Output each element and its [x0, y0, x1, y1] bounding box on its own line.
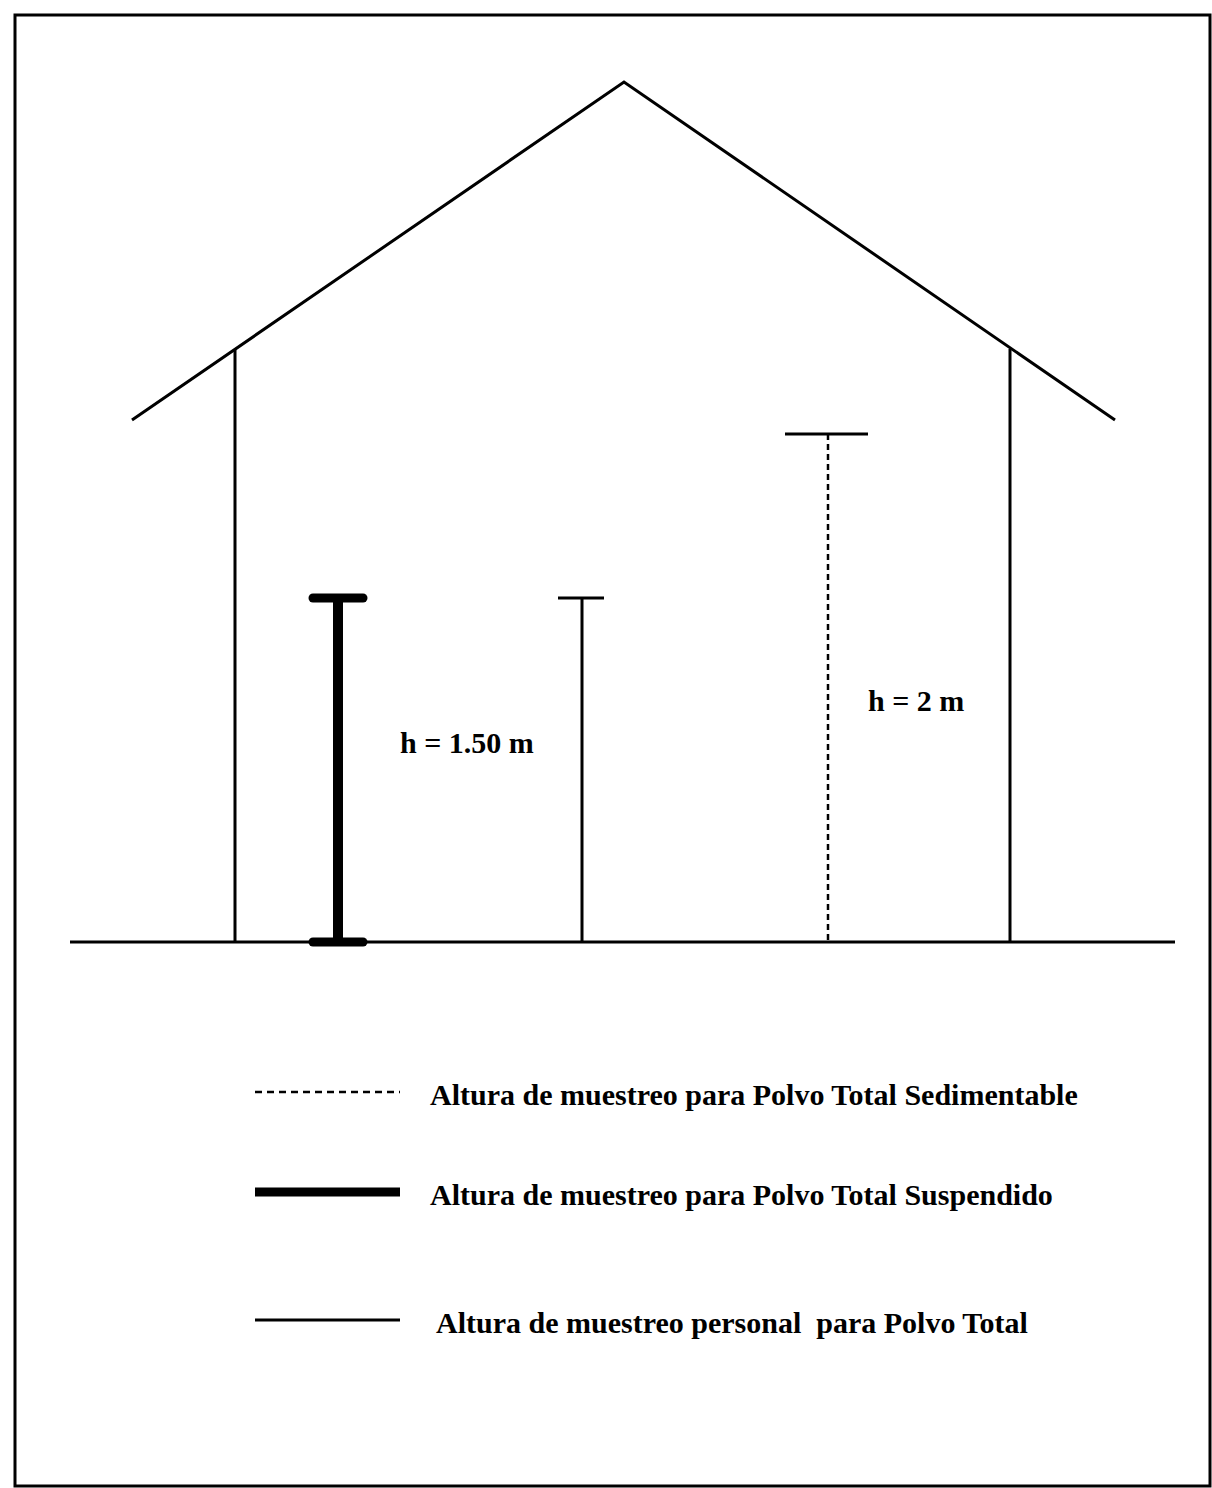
frame	[15, 15, 1210, 1486]
height-label: h = 1.50 m	[400, 726, 534, 759]
post-cap	[313, 938, 363, 947]
legend-text: Altura de muestreo personal para Polvo T…	[436, 1306, 1028, 1339]
post-cap	[785, 433, 868, 436]
post-cap	[313, 594, 363, 603]
post-cap	[558, 597, 604, 600]
legend-text: Altura de muestreo para Polvo Total Sedi…	[430, 1078, 1078, 1111]
legend-text: Altura de muestreo para Polvo Total Susp…	[430, 1178, 1053, 1211]
left-wall	[234, 349, 237, 942]
sedimentable-dust-post	[827, 434, 830, 942]
legend-sample-line	[255, 1188, 400, 1197]
legend-sample-line	[255, 1319, 400, 1322]
suspended-dust-post	[333, 598, 343, 942]
right-wall	[1009, 349, 1012, 942]
roof	[132, 82, 1115, 420]
personal-dust-post	[581, 598, 584, 942]
height-label: h = 2 m	[868, 684, 964, 717]
legend-sample-line	[255, 1091, 400, 1094]
ground-line	[70, 941, 1175, 944]
